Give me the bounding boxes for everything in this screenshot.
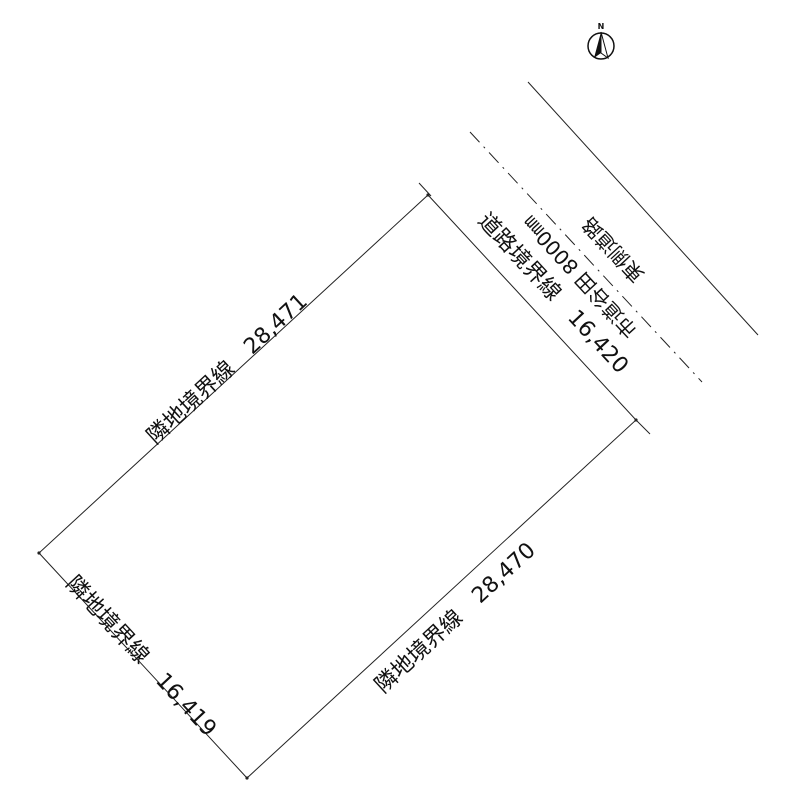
sw-boundary-label: 隣地境界線 16,419	[61, 571, 221, 741]
se-boundary-label: 隣地境界線 28,470	[370, 538, 540, 698]
corner-north	[426, 193, 430, 197]
north-arrow-icon: N	[587, 22, 615, 60]
boundary-tick-east	[635, 419, 651, 435]
corner-south	[245, 776, 249, 780]
north-letter: N	[598, 22, 605, 31]
road-far-edge	[527, 81, 759, 336]
corner-east	[634, 418, 638, 422]
road-centerline	[469, 131, 703, 383]
corner-west	[37, 551, 41, 555]
nw-boundary-label: 隣地境界線 28,471	[142, 289, 312, 449]
